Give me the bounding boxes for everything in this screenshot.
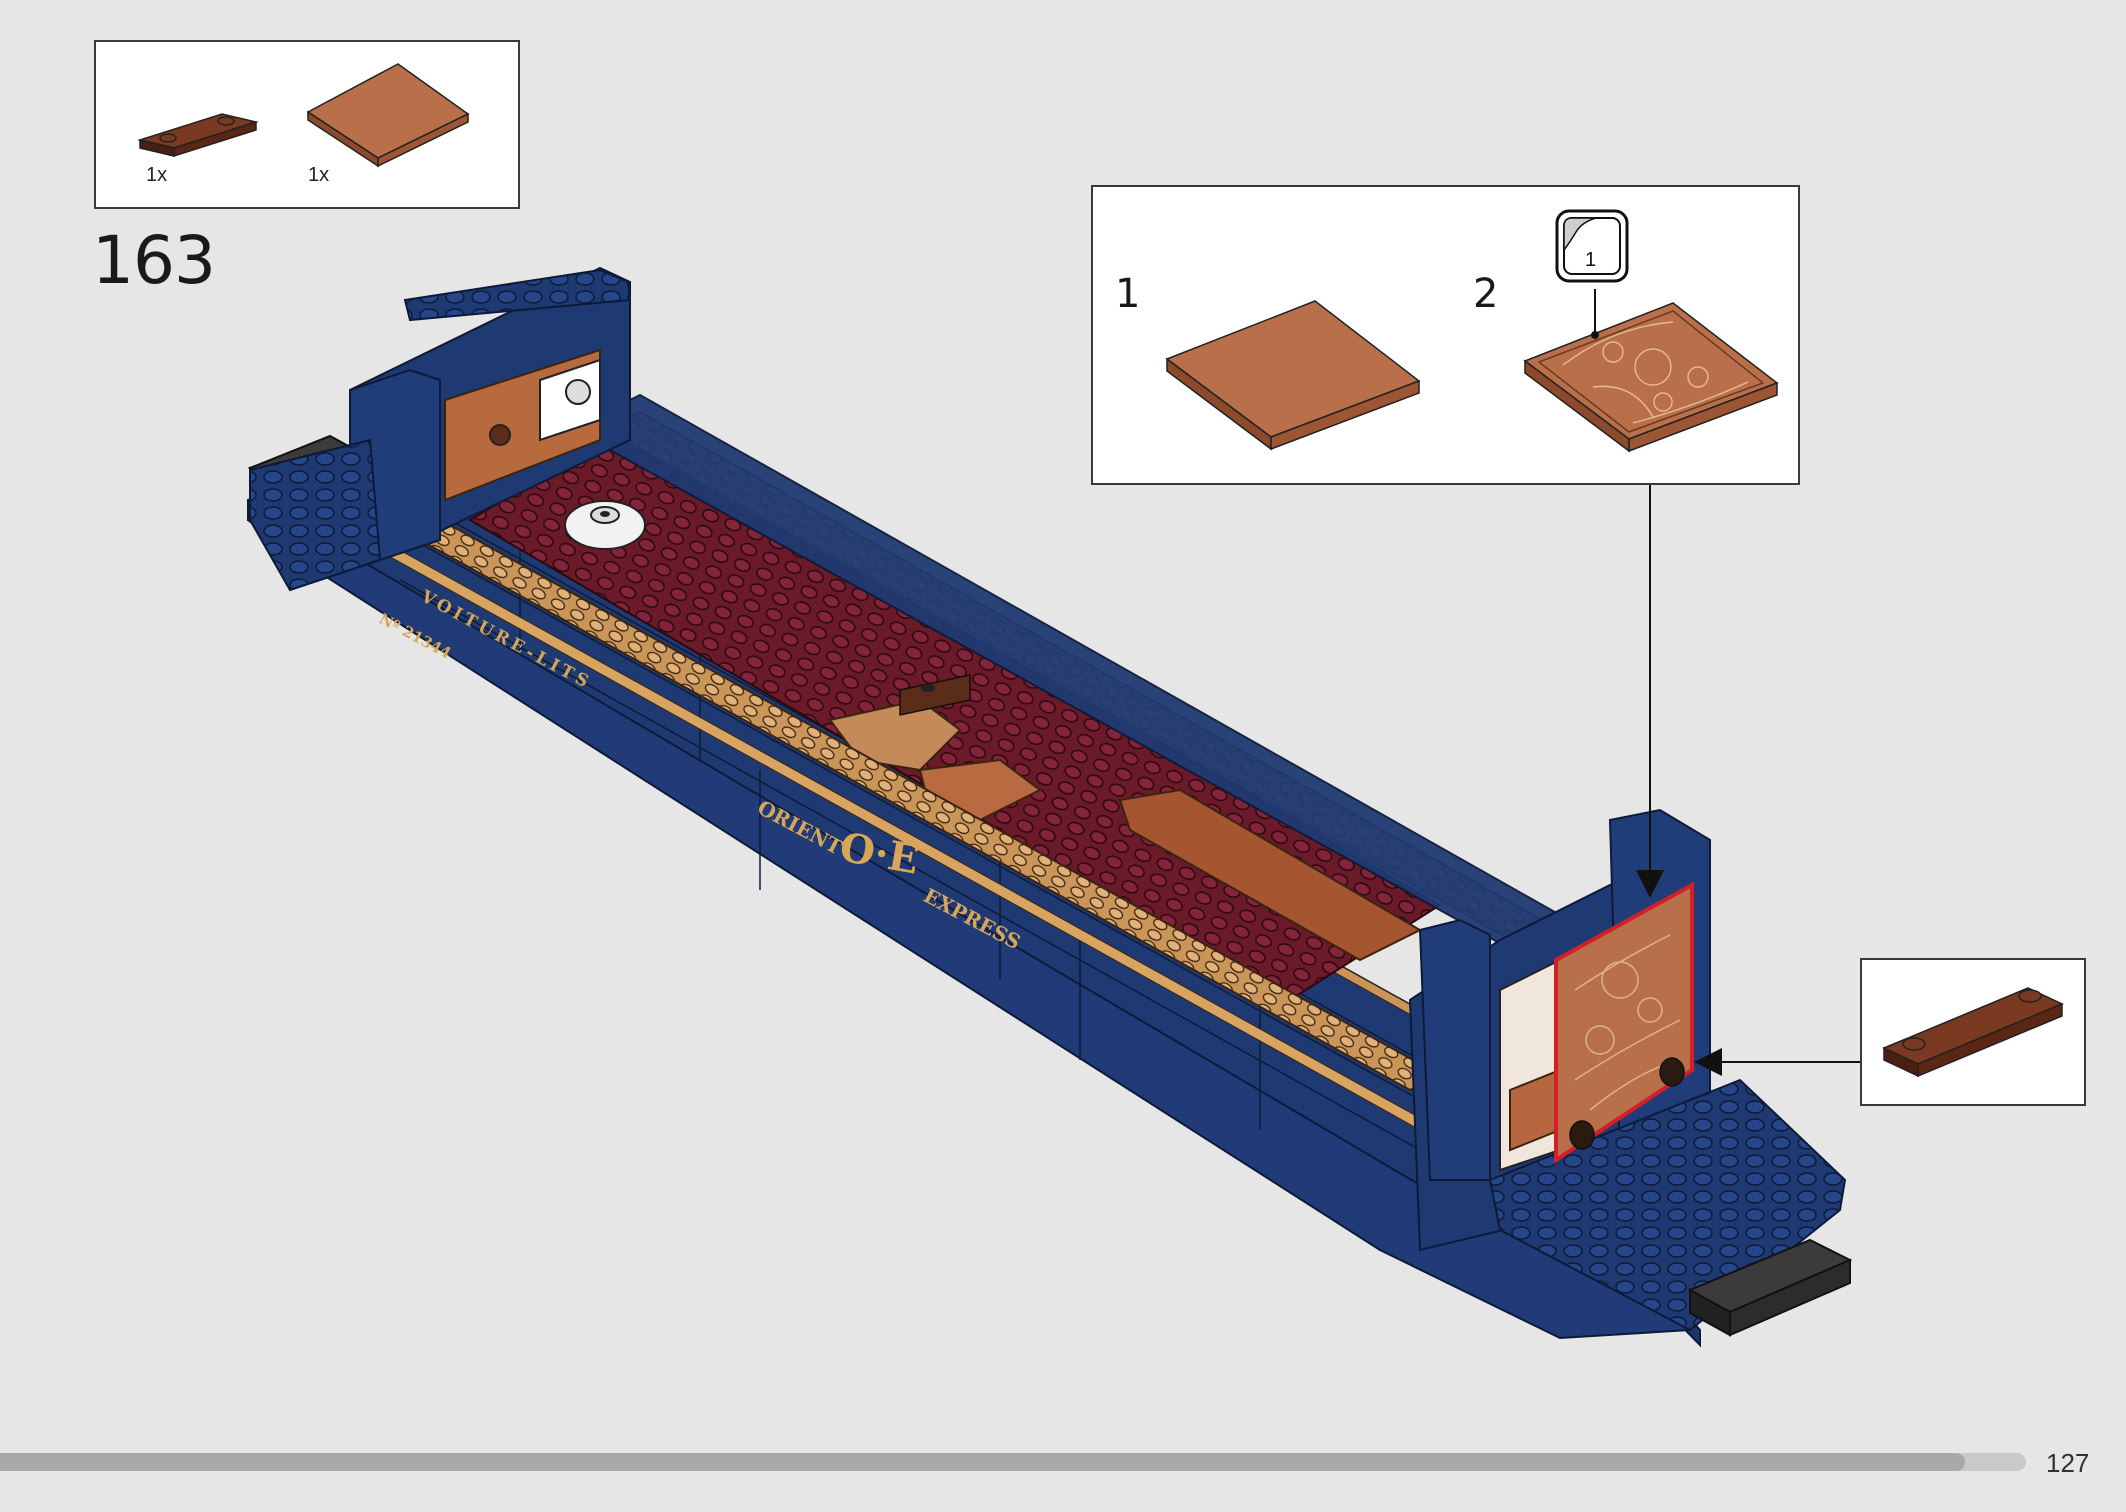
callout-plate-illustration bbox=[1882, 987, 2064, 1078]
sub-assembly-box: 1 2 bbox=[1091, 185, 1800, 485]
sub-assembly-illustration bbox=[1165, 289, 1779, 453]
parts-list-illustration bbox=[137, 63, 470, 168]
part-quantity: 1x bbox=[146, 164, 168, 186]
substep-label: 2 bbox=[1473, 271, 1499, 317]
build-progress-fill bbox=[0, 1453, 1966, 1471]
part-4x4-tile-icon bbox=[306, 63, 470, 168]
part-1x4-plate-icon bbox=[137, 113, 259, 158]
placement-arrow-down bbox=[1636, 485, 1664, 898]
substep-label: 1 bbox=[1115, 271, 1141, 317]
step-number: 163 bbox=[92, 222, 216, 299]
part-callout-box bbox=[1860, 958, 2086, 1106]
callout-1x4-plate-icon bbox=[1882, 987, 2064, 1078]
page-number: 127 bbox=[2046, 1448, 2090, 1478]
part-quantity: 1x bbox=[308, 164, 330, 186]
placement-arrow-left bbox=[1694, 1048, 1860, 1076]
placed-decorated-tile bbox=[1554, 881, 1694, 1164]
build-progress-bar bbox=[0, 1453, 2026, 1471]
plain-tile-icon bbox=[1165, 300, 1421, 451]
decorated-tile-icon bbox=[1523, 289, 1779, 453]
sticker-number: 1 bbox=[1585, 249, 1596, 271]
parts-list-box: 1x 1x bbox=[94, 40, 520, 209]
sticker-icon: 1 bbox=[1555, 209, 1629, 283]
